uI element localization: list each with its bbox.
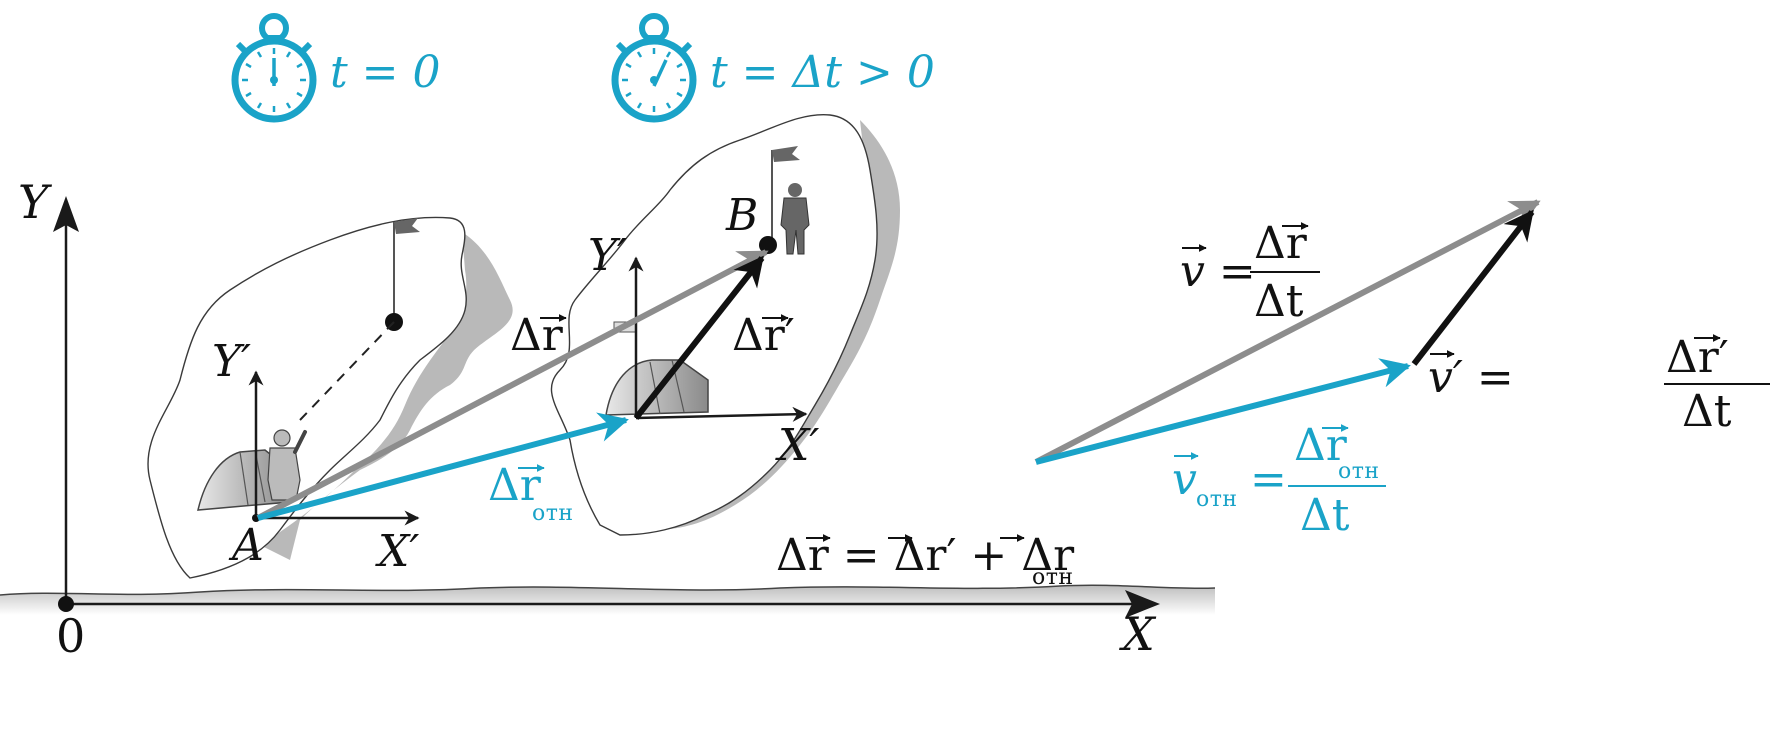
ice-floe-b	[550, 114, 900, 536]
point-b-label: B	[725, 190, 758, 241]
svg-text:v′ =: v′ =	[1428, 352, 1514, 403]
axis-x-prime-b-label: X′	[775, 420, 819, 471]
ground	[0, 584, 1216, 615]
axis-y-prime-b-label: Y′	[588, 230, 627, 281]
svg-text:Δt: Δt	[1682, 386, 1732, 437]
flag-icon	[393, 218, 420, 322]
timer-end-label: t = Δt > 0	[710, 47, 935, 98]
axis-x-prime-a-label: X′	[375, 526, 419, 577]
timer-start-label: t = 0	[330, 47, 441, 98]
axis-y-label: Y	[18, 175, 53, 229]
vector-v-rel	[1035, 358, 1411, 465]
dashed-track	[299, 321, 395, 421]
svg-text:отн: отн	[1032, 565, 1074, 590]
vector-delta-r-prime	[633, 255, 765, 420]
vector-v-prime	[1411, 209, 1535, 366]
svg-text:Δt: Δt	[1300, 490, 1350, 541]
axis-y	[53, 196, 79, 604]
point-a-label: A	[228, 520, 264, 571]
person-icon	[267, 429, 307, 501]
person-icon	[780, 183, 810, 255]
vector-v	[1034, 199, 1541, 465]
local-axes-a	[248, 370, 420, 526]
stopwatch-icon	[611, 13, 697, 123]
svg-text:отн: отн	[532, 501, 574, 526]
label-delta-r-rel: Δr отн	[488, 460, 574, 526]
svg-text:отн: отн	[1338, 459, 1380, 484]
flag-icon	[771, 146, 800, 240]
equation-v: v = Δr Δt	[1180, 218, 1320, 327]
equation-v-prime: v′ = Δr′ Δt	[1428, 332, 1770, 437]
equation-v-rel: v отн = Δr отн Δt	[1172, 420, 1386, 541]
svg-text:v: v	[1172, 454, 1197, 505]
svg-text:отн: отн	[1196, 487, 1238, 512]
svg-text:Δt: Δt	[1254, 276, 1304, 327]
point-b	[759, 236, 777, 254]
axis-y-prime-a-label: Y′	[212, 336, 251, 387]
vector-delta-r-rel	[257, 412, 629, 521]
vector-delta-r	[256, 249, 769, 521]
origin-label: 0	[56, 609, 85, 663]
svg-text:Δr′: Δr′	[1666, 332, 1729, 383]
label-delta-r-prime: Δr′	[732, 310, 795, 361]
ice-floe-a	[147, 216, 513, 579]
label-delta-r: Δr	[510, 310, 567, 361]
axis-x	[66, 590, 1160, 618]
equation-vector-sum: Δr = Δr′ + Δr отн	[776, 530, 1075, 590]
svg-text:v =: v =	[1180, 246, 1256, 297]
axis-x-label: X	[1119, 607, 1157, 661]
origin-point	[58, 596, 74, 612]
stopwatch-icon	[231, 13, 317, 123]
svg-text:=: =	[1250, 454, 1287, 505]
local-axes-b	[628, 256, 808, 422]
